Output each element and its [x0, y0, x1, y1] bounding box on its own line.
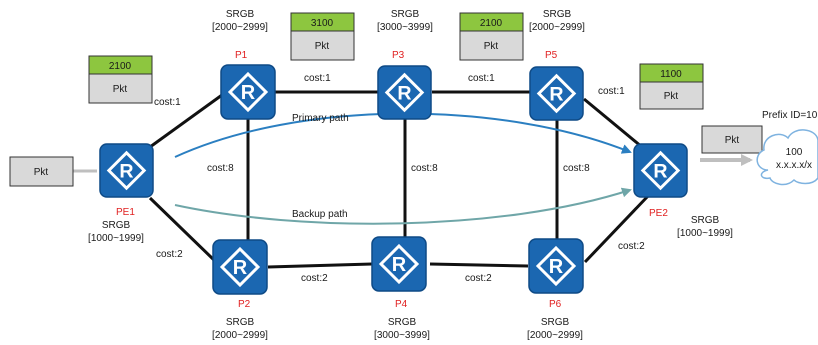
srgb-range-p5: [2000~2999] — [529, 22, 585, 33]
cost-p6-pe2: cost:2 — [618, 241, 645, 252]
node-name-p5: P5 — [545, 50, 558, 61]
srgb-range-p4: [3000~3999] — [374, 330, 430, 341]
backup-path-arrow — [174, 187, 632, 225]
node-name-p2: P2 — [238, 299, 251, 310]
packet-p3-p5: 2100 Pkt — [459, 12, 524, 61]
cost-pe1-p1: cost:1 — [154, 97, 181, 108]
primary-path-label: Primary path — [292, 113, 349, 124]
srgb-title-p5: SRGB — [543, 9, 572, 20]
packet-p5-pe2-label: 1100 — [660, 69, 682, 80]
cost-p4-p6: cost:2 — [465, 273, 492, 284]
router-p4 — [371, 236, 427, 292]
router-p6 — [528, 238, 584, 294]
packet-p1-p3-label: 3100 — [311, 18, 334, 29]
packet-p5-pe2-pkt: Pkt — [664, 91, 679, 102]
destination-value: 100 — [786, 147, 803, 158]
srgb-title-p1: SRGB — [226, 9, 255, 20]
node-name-pe2: PE2 — [649, 208, 668, 219]
srgb-title-pe2: SRGB — [691, 215, 720, 226]
srgb-title-pe1: SRGB — [102, 220, 131, 231]
packet-output-pkt: Pkt — [725, 135, 740, 146]
srgb-range-p3: [3000~3999] — [377, 22, 433, 33]
link-p4-p6 — [429, 262, 529, 268]
node-name-p1: P1 — [235, 50, 248, 61]
cost-p3-p4: cost:8 — [411, 163, 438, 174]
link-p2-p4 — [267, 262, 373, 269]
router-pe2 — [633, 143, 688, 198]
packet-p3-p5-label: 2100 — [480, 18, 503, 29]
srgb-title-p2: SRGB — [226, 317, 255, 328]
router-pe1 — [99, 143, 154, 198]
cost-p1-p3: cost:1 — [304, 73, 331, 84]
packet-input-pkt: Pkt — [34, 167, 49, 178]
destination-address: x.x.x.x/x — [776, 160, 812, 171]
packet-input: Pkt — [9, 156, 74, 187]
srgb-title-p4: SRGB — [388, 317, 417, 328]
srgb-range-p1: [2000~2999] — [212, 22, 268, 33]
node-name-p4: P4 — [395, 299, 408, 310]
packet-pe1-p1-pkt: Pkt — [113, 84, 128, 95]
srgb-title-p6: SRGB — [541, 317, 570, 328]
packet-output: Pkt — [701, 125, 763, 154]
router-p1 — [220, 64, 276, 120]
srgb-title-p3: SRGB — [391, 9, 420, 20]
packet-p1-p3: 3100 Pkt — [290, 12, 355, 61]
link-p6-pe2 — [583, 194, 650, 264]
cost-p3-p5: cost:1 — [468, 73, 495, 84]
prefix-id-label: Prefix ID=10 — [762, 110, 818, 121]
packet-p5-pe2: 1100 Pkt — [639, 63, 704, 110]
router-p5 — [529, 66, 584, 121]
link-pe1-p1 — [149, 93, 223, 149]
packet-p1-p3-pkt: Pkt — [315, 41, 330, 52]
link-pe1-p2 — [148, 196, 216, 262]
backup-path-label: Backup path — [292, 209, 348, 220]
links — [148, 90, 650, 269]
packet-pe1-p1: 2100 Pkt — [88, 55, 153, 104]
node-name-p3: P3 — [392, 50, 405, 61]
cost-p2-p4: cost:2 — [301, 273, 328, 284]
srgb-range-pe2: [1000~1999] — [677, 228, 733, 239]
srgb-range-p2: [2000~2999] — [212, 330, 268, 341]
cost-p5-pe2: cost:1 — [598, 86, 625, 97]
router-p3 — [377, 65, 432, 120]
link-p5-pe2 — [583, 97, 643, 149]
cloud-icon — [756, 129, 818, 186]
cost-p1-p2: cost:8 — [207, 163, 234, 174]
cost-p5-p6: cost:8 — [563, 163, 590, 174]
router-p2 — [212, 239, 268, 295]
srgb-range-p6: [2000~2999] — [527, 330, 583, 341]
cost-pe1-p2: cost:2 — [156, 249, 183, 260]
node-name-p6: P6 — [549, 299, 562, 310]
packet-p3-p5-pkt: Pkt — [484, 41, 499, 52]
node-name-pe1: PE1 — [116, 207, 135, 218]
srgb-range-pe1: [1000~1999] — [88, 233, 144, 244]
packet-pe1-p1-label: 2100 — [109, 61, 132, 72]
